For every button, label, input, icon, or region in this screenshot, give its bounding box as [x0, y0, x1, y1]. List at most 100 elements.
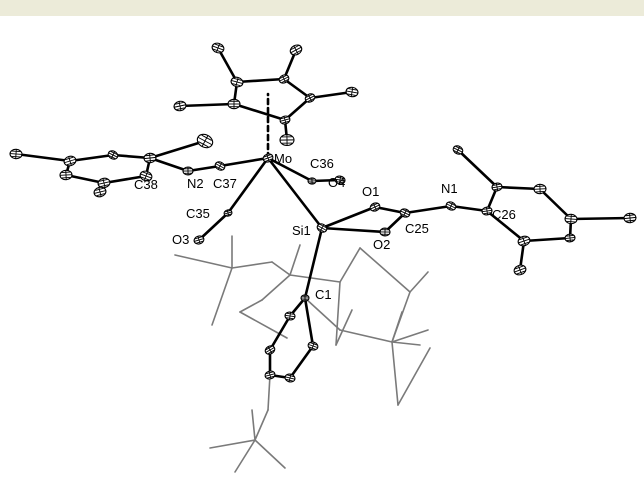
atom-ellipsoid [445, 201, 457, 211]
atom-axis [283, 116, 287, 124]
bond [569, 216, 632, 221]
atom-ellipsoid [193, 235, 205, 245]
bond [283, 96, 312, 122]
atom-ellipsoid [517, 235, 531, 247]
atom-ellipsoid [289, 44, 303, 56]
wire-bond [267, 374, 271, 411]
wire-bond [397, 347, 431, 406]
bond [303, 296, 315, 348]
bond [216, 46, 239, 84]
atom-axis [98, 187, 102, 197]
wire-bond [289, 244, 301, 276]
bond [538, 187, 573, 221]
atom-ellipsoid [143, 152, 157, 164]
atom-ellipsoid [230, 76, 244, 88]
bond [303, 226, 324, 300]
atom-axis [110, 151, 116, 159]
atom-ellipsoid [264, 370, 276, 380]
atom-ellipsoid [227, 98, 241, 110]
atom-axis [15, 149, 17, 159]
atom-axis [201, 135, 209, 147]
atom-ellipsoid [278, 74, 290, 84]
wire-bond [289, 274, 341, 283]
atom-axis [403, 209, 407, 217]
atom-ellipsoid [223, 209, 233, 217]
label-c1: C1 [315, 287, 332, 302]
bond [232, 102, 287, 122]
atoms [9, 42, 637, 383]
bond [449, 204, 489, 213]
bond [308, 90, 354, 100]
atom-axis [268, 371, 272, 379]
atom-ellipsoid [564, 233, 576, 243]
wire-bond [234, 439, 256, 473]
atom-axis [338, 176, 342, 184]
wire-bond [251, 409, 256, 441]
atom-ellipsoid [316, 223, 328, 233]
bond [456, 148, 499, 189]
atom-axis [235, 77, 239, 87]
atom-axis [307, 94, 313, 102]
bond [266, 156, 314, 183]
atom-ellipsoid [369, 202, 381, 212]
bond [522, 236, 572, 243]
atom-ellipsoid [97, 177, 111, 189]
atom-ellipsoid [279, 115, 291, 125]
label-c25: C25 [405, 221, 429, 236]
atom-axis [495, 183, 499, 191]
bonds [14, 46, 632, 380]
atom-axis [226, 209, 230, 217]
wire-bond [231, 261, 273, 269]
atom-ellipsoid [93, 186, 107, 198]
atom-axis [68, 156, 72, 166]
bond [102, 174, 148, 185]
bond [235, 77, 286, 84]
atom-ellipsoid [533, 183, 547, 195]
bond [266, 156, 324, 230]
bond [14, 152, 72, 163]
bond [320, 205, 377, 230]
atom-ellipsoid [9, 148, 23, 160]
wire-bond [409, 271, 429, 293]
atom-axis [448, 202, 454, 210]
atom-axis [373, 203, 377, 211]
bond [148, 156, 190, 173]
atom-ellipsoid [623, 212, 637, 224]
bond [268, 314, 292, 352]
bond [288, 344, 315, 380]
label-si1: Si1 [292, 223, 311, 238]
bond [485, 209, 526, 243]
atom-axis [569, 234, 571, 242]
label-c26: C26 [492, 207, 516, 222]
atom-axis [217, 162, 223, 170]
atom-ellipsoid [334, 175, 346, 185]
wire-bond [271, 261, 291, 276]
atom-ellipsoid [284, 373, 296, 383]
label-c38: C38 [134, 177, 158, 192]
bond [320, 226, 387, 234]
atom-axis [178, 101, 182, 111]
wire-bond [391, 291, 411, 343]
atom-ellipsoid [307, 341, 319, 351]
atom-axis [102, 178, 106, 188]
atom-ellipsoid [399, 208, 411, 218]
label-c37: C37 [213, 176, 237, 191]
wire-bond [339, 329, 393, 343]
bond [403, 204, 453, 215]
atom-ellipsoid [63, 155, 77, 167]
atom-axis [281, 75, 287, 83]
atom-axis [486, 207, 488, 215]
atom-ellipsoid [264, 345, 276, 355]
atom-axis [197, 236, 201, 244]
bond [218, 156, 270, 168]
wire-bond [335, 281, 341, 346]
wire-bond [209, 439, 256, 449]
bond [226, 156, 270, 215]
atom-axis [517, 265, 523, 275]
wire-bond [391, 329, 429, 343]
atom-ellipsoid [279, 133, 295, 147]
atom-ellipsoid [196, 133, 214, 149]
atom-ellipsoid [564, 213, 578, 225]
wire-bond [211, 267, 233, 326]
